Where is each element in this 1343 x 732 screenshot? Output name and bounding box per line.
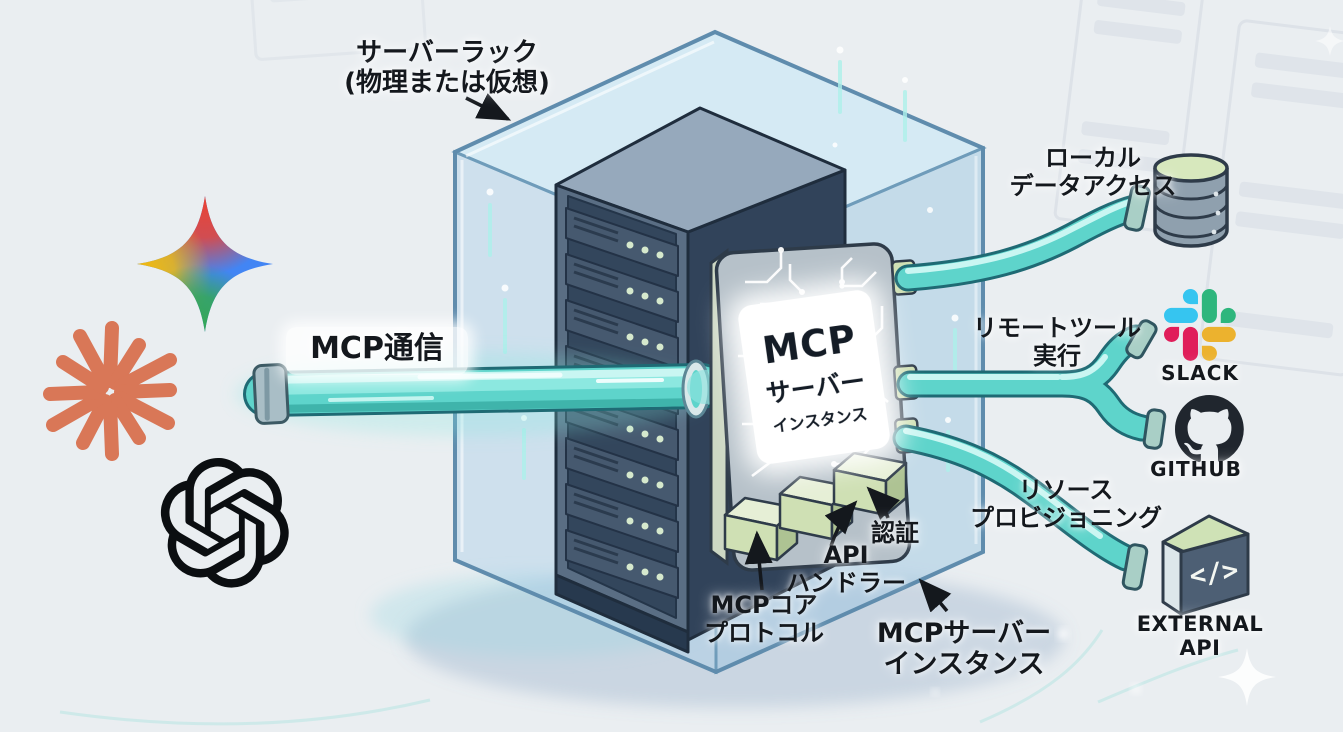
pipe-flange <box>252 363 290 425</box>
annotation-arrows <box>465 93 952 613</box>
mcp-core-protocol-label: MCPコア プロトコル <box>704 591 824 647</box>
gemini-star-icon <box>137 196 273 332</box>
output-pipes <box>892 184 1167 591</box>
server-rack-label: サーバーラック (物理または仮想) <box>344 38 550 98</box>
openai-logo-icon <box>160 458 289 588</box>
database-icon <box>1153 153 1229 248</box>
api-handler-label: API ハンドラー <box>786 541 906 597</box>
mcp-chip-label: MCP サーバー インスタンス <box>736 288 892 466</box>
local-data-access-label: ローカル データアクセス <box>1009 144 1177 200</box>
server-rack-label-line2: (物理または仮想) <box>344 68 550 99</box>
mcp-pipe <box>235 352 757 436</box>
external-api-label: EXTERNAL API <box>1136 612 1264 661</box>
module-chip-auth <box>832 451 908 517</box>
pipe-remote-tools <box>896 319 1167 450</box>
mcp-comm-label: MCP通信 <box>310 331 444 366</box>
github-label: GITHUB <box>1150 457 1242 481</box>
server-rack-label-line1: サーバーラック <box>356 38 538 68</box>
remote-tool-exec-label: リモートツール 実行 <box>973 314 1141 370</box>
mcp-server-instance-label: MCPサーバー インスタンス <box>876 618 1052 681</box>
pipe-resource-prov <box>892 424 1149 591</box>
code-cube-icon <box>1161 514 1250 616</box>
auth-label: 認証 <box>871 519 919 547</box>
background-rack-silhouettes <box>248 0 1343 377</box>
slack-icon <box>1164 289 1236 361</box>
mcp-comm-card <box>286 327 468 375</box>
pipe-local-data <box>894 184 1151 292</box>
light-trace-decor <box>59 629 1239 726</box>
claude-starburst-icon <box>43 321 177 461</box>
sparkle-icon <box>1218 26 1343 706</box>
github-icon <box>1175 395 1244 463</box>
slack-label: SLACK <box>1161 361 1239 385</box>
resource-provisioning-label: リソース プロビジョニング <box>970 476 1162 532</box>
